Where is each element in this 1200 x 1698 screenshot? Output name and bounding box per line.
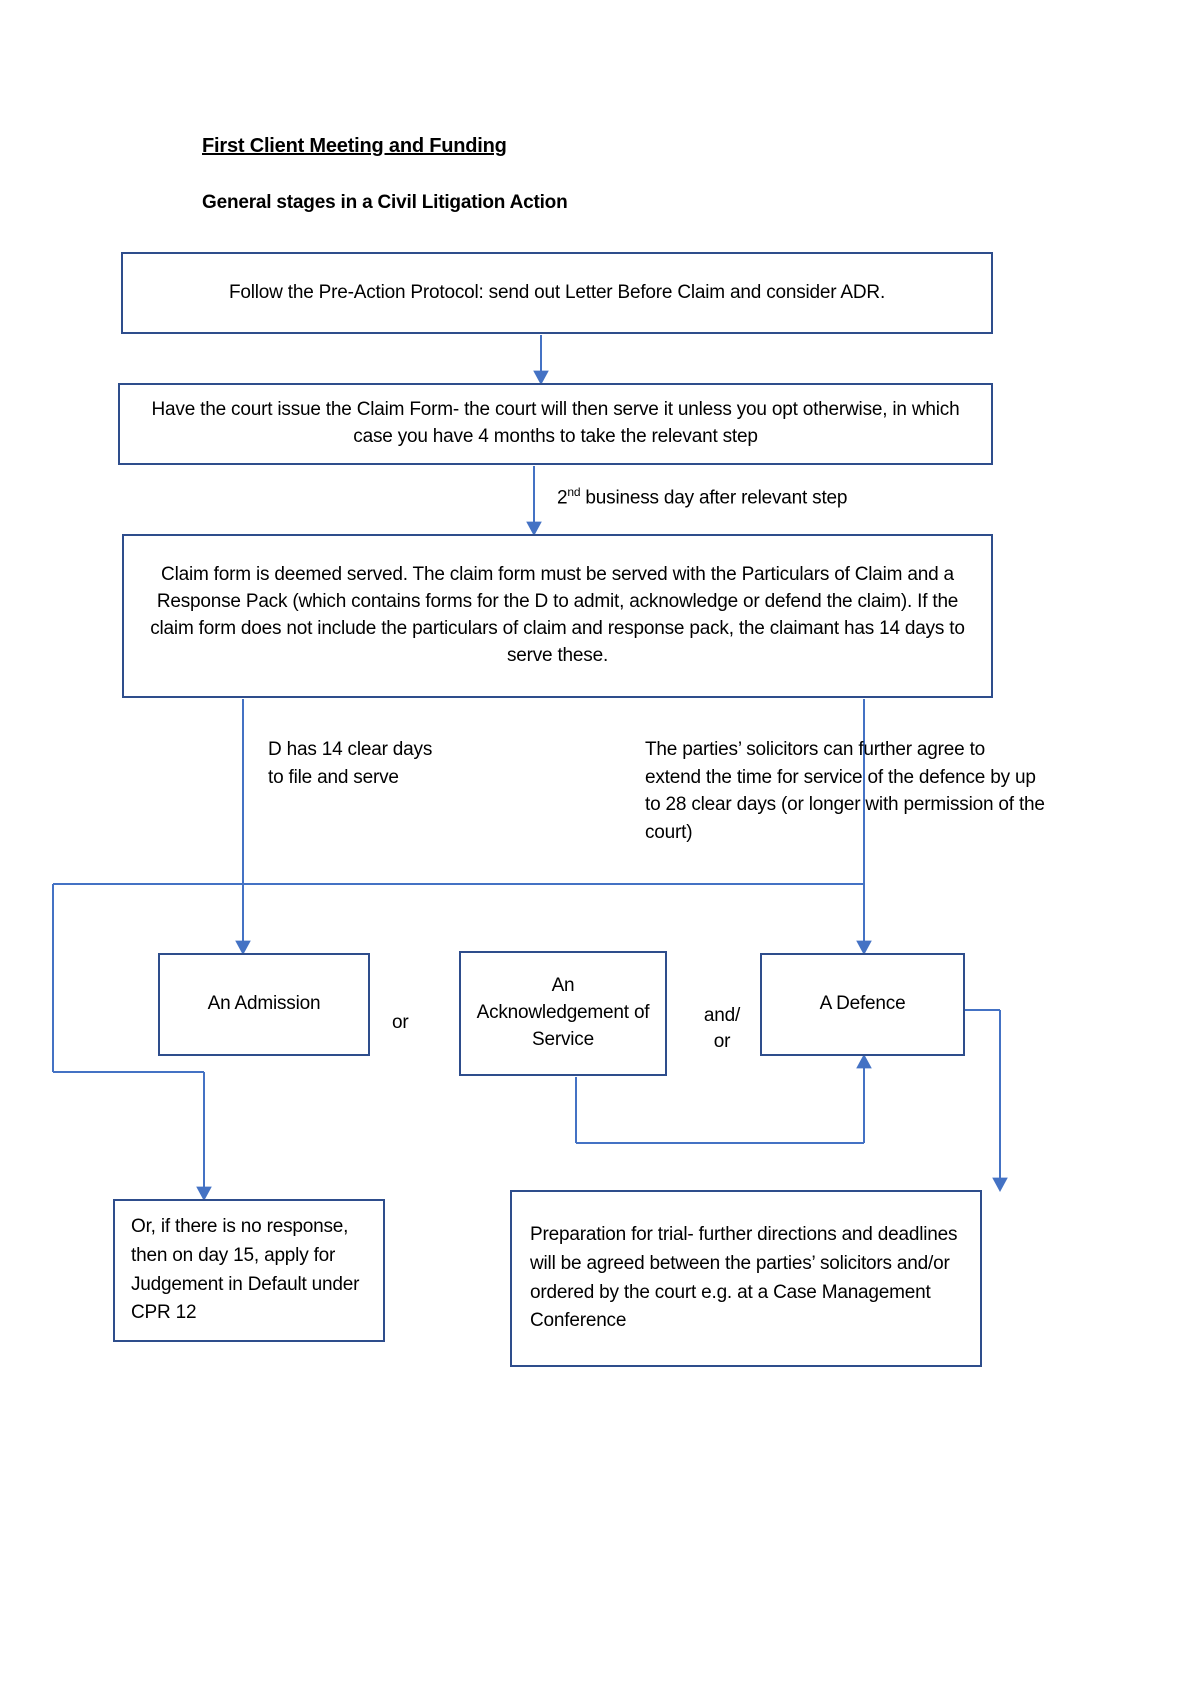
- flow-box-acknowledgement-of-service-text: An Acknowledgement of Service: [476, 975, 650, 1050]
- document-title: First Client Meeting and Funding: [202, 135, 507, 157]
- flow-box-issue-claim-form-text: Have the court issue the Claim Form- the…: [151, 399, 960, 447]
- flow-box-judgement-in-default[interactable]: Or, if there is no response, then on day…: [113, 1199, 385, 1342]
- flow-box-admission-text: An Admission: [207, 993, 321, 1015]
- flow-box-issue-claim-form[interactable]: Have the court issue the Claim Form- the…: [118, 383, 993, 465]
- flow-box-claim-form-served-text: Claim form is deemed served. The claim f…: [150, 564, 965, 666]
- connector-label-and-or: and/ or: [703, 1005, 741, 1052]
- flow-box-acknowledgement-of-service[interactable]: An Acknowledgement of Service: [459, 951, 667, 1076]
- flow-box-protocol-text: Follow the Pre-Action Protocol: send out…: [228, 281, 886, 303]
- flow-box-judgement-in-default-text: Or, if there is no response, then on day…: [131, 1215, 360, 1324]
- flow-box-trial-preparation-text: Preparation for trial- further direction…: [530, 1223, 958, 1332]
- flow-box-defence[interactable]: A Defence: [760, 953, 965, 1056]
- annotation-business-day-number: 2: [557, 487, 568, 509]
- flow-box-claim-form-served[interactable]: Claim form is deemed served. The claim f…: [122, 534, 993, 698]
- flow-box-trial-preparation[interactable]: Preparation for trial- further direction…: [510, 1190, 982, 1367]
- flow-box-protocol[interactable]: Follow the Pre-Action Protocol: send out…: [121, 252, 993, 334]
- connector-label-or: or: [392, 1012, 409, 1033]
- annotation-extend-time: The parties’ solicitors can further agre…: [645, 739, 1045, 844]
- annotation-business-day-rest: business day after relevant step: [580, 487, 848, 509]
- flow-box-defence-text: A Defence: [819, 993, 906, 1015]
- annotation-business-day-ordinal: nd: [567, 485, 581, 499]
- flow-box-admission[interactable]: An Admission: [158, 953, 370, 1056]
- document-subtitle: General stages in a Civil Litigation Act…: [202, 192, 568, 213]
- annotation-defendant-file-serve: D has 14 clear days to file and serve: [268, 739, 433, 788]
- annotation-business-day: 2nd business day after relevant step: [557, 484, 847, 512]
